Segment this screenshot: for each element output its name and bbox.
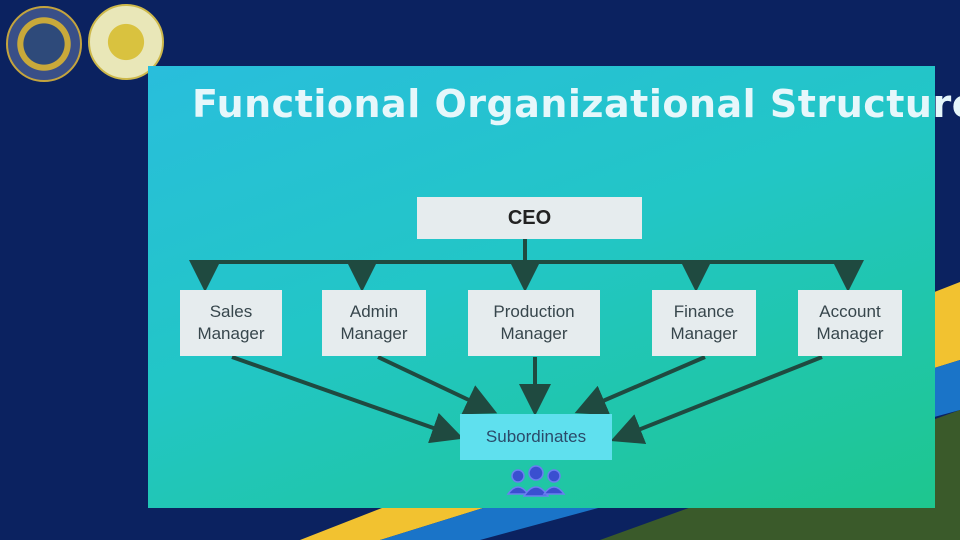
manager-line1: Account	[819, 301, 881, 321]
university-seal-icon	[6, 6, 82, 82]
ceo-box: CEO	[417, 197, 642, 239]
manager-line2: Manager	[816, 324, 884, 343]
manager-line2: Manager	[670, 324, 738, 343]
people-group-icon	[506, 465, 566, 497]
manager-line2: Manager	[500, 324, 568, 343]
arrow-finance-to-subordinates	[574, 355, 706, 416]
manager-line1: Sales	[209, 301, 253, 321]
arrow-admin-to-subordinates	[377, 355, 498, 415]
subordinates-box: Subordinates	[460, 414, 612, 460]
page-title: Functional Organizational Structure	[192, 82, 960, 126]
manager-line1: Finance	[673, 301, 735, 321]
arrow-account-to-subordinates	[610, 355, 823, 445]
manager-line1: Production	[493, 301, 575, 321]
manager-line2: Manager	[197, 324, 265, 343]
manager-line2: Manager	[340, 324, 408, 343]
manager-line1: Admin	[349, 301, 399, 321]
arrow-sales-to-subordinates	[231, 355, 464, 444]
